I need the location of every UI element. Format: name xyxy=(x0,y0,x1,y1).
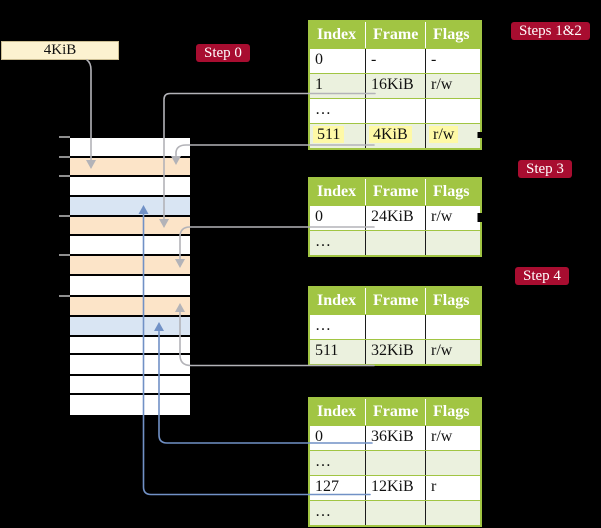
column-header-index: Index xyxy=(310,399,366,425)
memory-row-orange xyxy=(70,296,190,316)
memory-tick xyxy=(59,295,70,297)
frame-cell xyxy=(366,231,426,255)
frame-cell: 12KiB xyxy=(366,476,426,500)
flags-cell xyxy=(426,99,480,123)
column-header-flags: Flags xyxy=(433,292,470,309)
page-table-row: … xyxy=(310,450,480,475)
frame-4kib-box: 4KiB xyxy=(1,41,119,60)
memory-row-blue xyxy=(70,196,190,216)
page-table-row: … xyxy=(310,314,480,339)
column-header-flags: Flags xyxy=(433,403,470,420)
column-header-index: Index xyxy=(310,22,366,48)
flags-cell: r/w xyxy=(431,428,453,445)
memory-tick xyxy=(59,175,70,177)
flags-cell xyxy=(426,501,480,525)
column-header-frame: Frame xyxy=(366,179,426,205)
index-cell: … xyxy=(310,451,366,475)
flags-cell: r/w xyxy=(431,342,453,359)
memory-row-white xyxy=(70,176,190,196)
index-cell: 127 xyxy=(310,476,366,500)
step-4-label: Step 4 xyxy=(515,267,569,285)
index-cell: 511 xyxy=(310,340,366,364)
column-header-frame: Frame xyxy=(366,399,426,425)
memory-row-blue xyxy=(70,316,190,336)
column-header-frame: Frame xyxy=(366,22,426,48)
frame-cell xyxy=(366,99,426,123)
frame-cell xyxy=(366,501,426,525)
flags-cell xyxy=(426,451,480,475)
flags-cell: r/w xyxy=(426,124,480,148)
frame-cell: 24KiB xyxy=(366,206,426,230)
flags-cell xyxy=(426,231,480,255)
flags-cell: r/w xyxy=(431,208,453,225)
memory-row-white xyxy=(70,354,190,375)
page-table-row: … xyxy=(310,98,480,123)
frame-cell: 4KiB xyxy=(366,124,426,148)
frame-cell: 32KiB xyxy=(366,340,426,364)
page-table-row: 0-- xyxy=(310,48,480,73)
memory-tick xyxy=(59,254,70,256)
memory-tick xyxy=(59,136,70,138)
frame-cell xyxy=(366,315,426,339)
page-table-row: … xyxy=(310,500,480,525)
column-header-flags: Flags xyxy=(433,183,470,200)
flags-cell: r/w xyxy=(431,76,453,93)
column-header-index: Index xyxy=(310,179,366,205)
frame-cell: - xyxy=(366,49,426,73)
index-cell: 0 xyxy=(310,206,366,230)
highlighted-value: r/w xyxy=(429,126,459,143)
memory-row-orange xyxy=(70,216,190,235)
column-header-flags: Flags xyxy=(433,26,470,43)
index-cell: 511 xyxy=(310,124,366,148)
index-cell: … xyxy=(310,99,366,123)
frame-cell: 16KiB xyxy=(366,74,426,98)
flags-cell xyxy=(426,315,480,339)
highlighted-value: 511 xyxy=(313,126,345,143)
memory-row-white xyxy=(70,375,190,394)
memory-row-orange xyxy=(70,255,190,275)
frame-cell: 36KiB xyxy=(366,426,426,450)
memory-row-white xyxy=(70,275,190,296)
page-table-row: … xyxy=(310,230,480,255)
highlighted-value: 4KiB xyxy=(369,126,412,143)
index-cell: 0 xyxy=(310,49,366,73)
memory-row-white xyxy=(70,394,190,416)
frame-cell xyxy=(366,451,426,475)
memory-row-orange xyxy=(70,157,190,176)
index-cell: … xyxy=(310,231,366,255)
memory-tick xyxy=(59,156,70,158)
memory-row-white xyxy=(70,235,190,255)
page-table-row: 511 4KiB r/w xyxy=(310,123,480,148)
column-header-frame: Frame xyxy=(366,288,426,314)
index-cell: 1 xyxy=(310,74,366,98)
column-header-index: Index xyxy=(310,288,366,314)
step-0-label: Step 0 xyxy=(196,44,250,62)
memory-row-white xyxy=(70,137,190,157)
memory-tick xyxy=(59,214,70,217)
steps-1-2-label: Steps 1&2 xyxy=(511,22,590,40)
index-cell: 0 xyxy=(310,426,366,450)
index-cell: … xyxy=(310,501,366,525)
flags-cell: - xyxy=(431,51,437,68)
index-cell: … xyxy=(310,315,366,339)
memory-row-white xyxy=(70,336,190,354)
step-3-label: Step 3 xyxy=(518,160,572,178)
flags-cell: r xyxy=(431,478,437,495)
